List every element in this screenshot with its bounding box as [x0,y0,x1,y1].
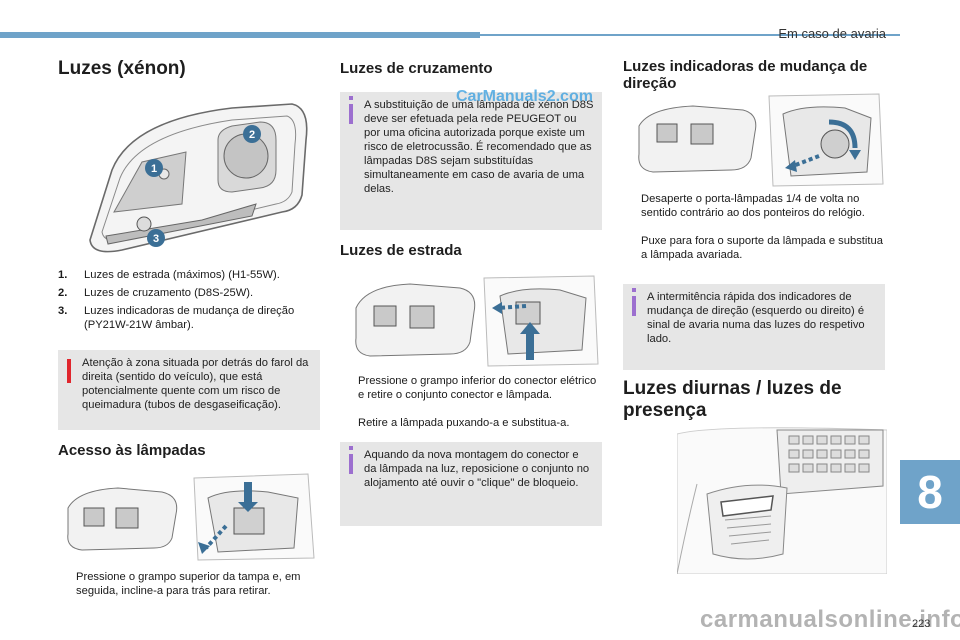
info-text-dipped: A substituição de uma lâmpada de xénon D… [364,99,594,195]
info-icon [349,454,353,474]
chapter-tab[interactable]: 8 [900,460,960,524]
exclamation-icon [67,359,71,383]
lamp-cover-illustration [67,473,315,561]
page-number: 223 [912,618,931,630]
info-icon-dot [349,446,353,450]
section-title-xenon: Luzes (xénon) [58,58,186,79]
warning-text: Atenção à zona situada por detrás do far… [82,357,309,411]
info-icon-dot [632,288,636,292]
main-beam-illustration [355,275,599,367]
info-icon-dot [349,96,353,100]
column-dipped-main: Luzes de cruzamento A substituição de um… [340,50,604,530]
info-note: A substituição de uma lâmpada de xénon D… [340,92,602,230]
list-item: 2. Luzes de cruzamento (D8S-25W). [58,287,254,299]
section-title-dipped: Luzes de cruzamento [340,60,493,77]
header-accent-bar [0,32,480,38]
section-title-indicators: Luzes indicadoras de mudança de direção [623,58,868,92]
column-indicators-drl: Luzes indicadoras de mudança de direção … [623,50,888,590]
watermark-carmanuals: CarManuals2.com [456,88,593,105]
section-title-access: Acesso às lâmpadas [58,442,206,459]
drl-bumper-illustration [677,427,887,574]
indicator-illustration [638,93,884,187]
step-item: Desaperte o porta-lâmpadas 1/4 de volta … [641,193,865,219]
list-item: 3. Luzes indicadoras de mudança de direç… [58,305,295,331]
info-icon [632,296,636,316]
info-note: Aquando da nova montagem do conector e d… [340,442,602,526]
warning-note: Atenção à zona situada por detrás do far… [58,350,320,430]
callout-2: 2 [249,129,255,141]
step-item: Retire a lâmpada puxando-a e substitua-a… [358,417,570,429]
step-item: Puxe para fora o suporte da lâmpada e su… [641,235,883,261]
callout-3: 3 [153,233,159,245]
section-title-drl: Luzes diurnas / luzes de presença [623,378,842,421]
headlamp-illustration: 1 2 3 [89,103,308,253]
step-item: Pressione o grampo superior da tampa e, … [76,571,301,597]
list-item: 1. Luzes de estrada (máximos) (H1-55W). [58,269,280,281]
info-text-indicators: A intermitência rápida dos indicadores d… [647,291,865,345]
section-title-main-beam: Luzes de estrada [340,242,462,259]
callout-1: 1 [151,163,157,175]
info-note: A intermitência rápida dos indicadores d… [623,284,885,370]
chapter-header-title: Em caso de avaria [778,26,886,41]
info-icon [349,104,353,124]
column-xenon: Luzes (xénon) 1 2 3 1. Luzes de estrada … [58,50,320,610]
step-item: Pressione o grampo inferior do conector … [358,375,597,401]
footer-watermark: carmanualsonline.info [700,606,960,633]
header-rule [480,34,900,36]
info-text-main: Aquando da nova montagem do conector e d… [364,449,590,489]
